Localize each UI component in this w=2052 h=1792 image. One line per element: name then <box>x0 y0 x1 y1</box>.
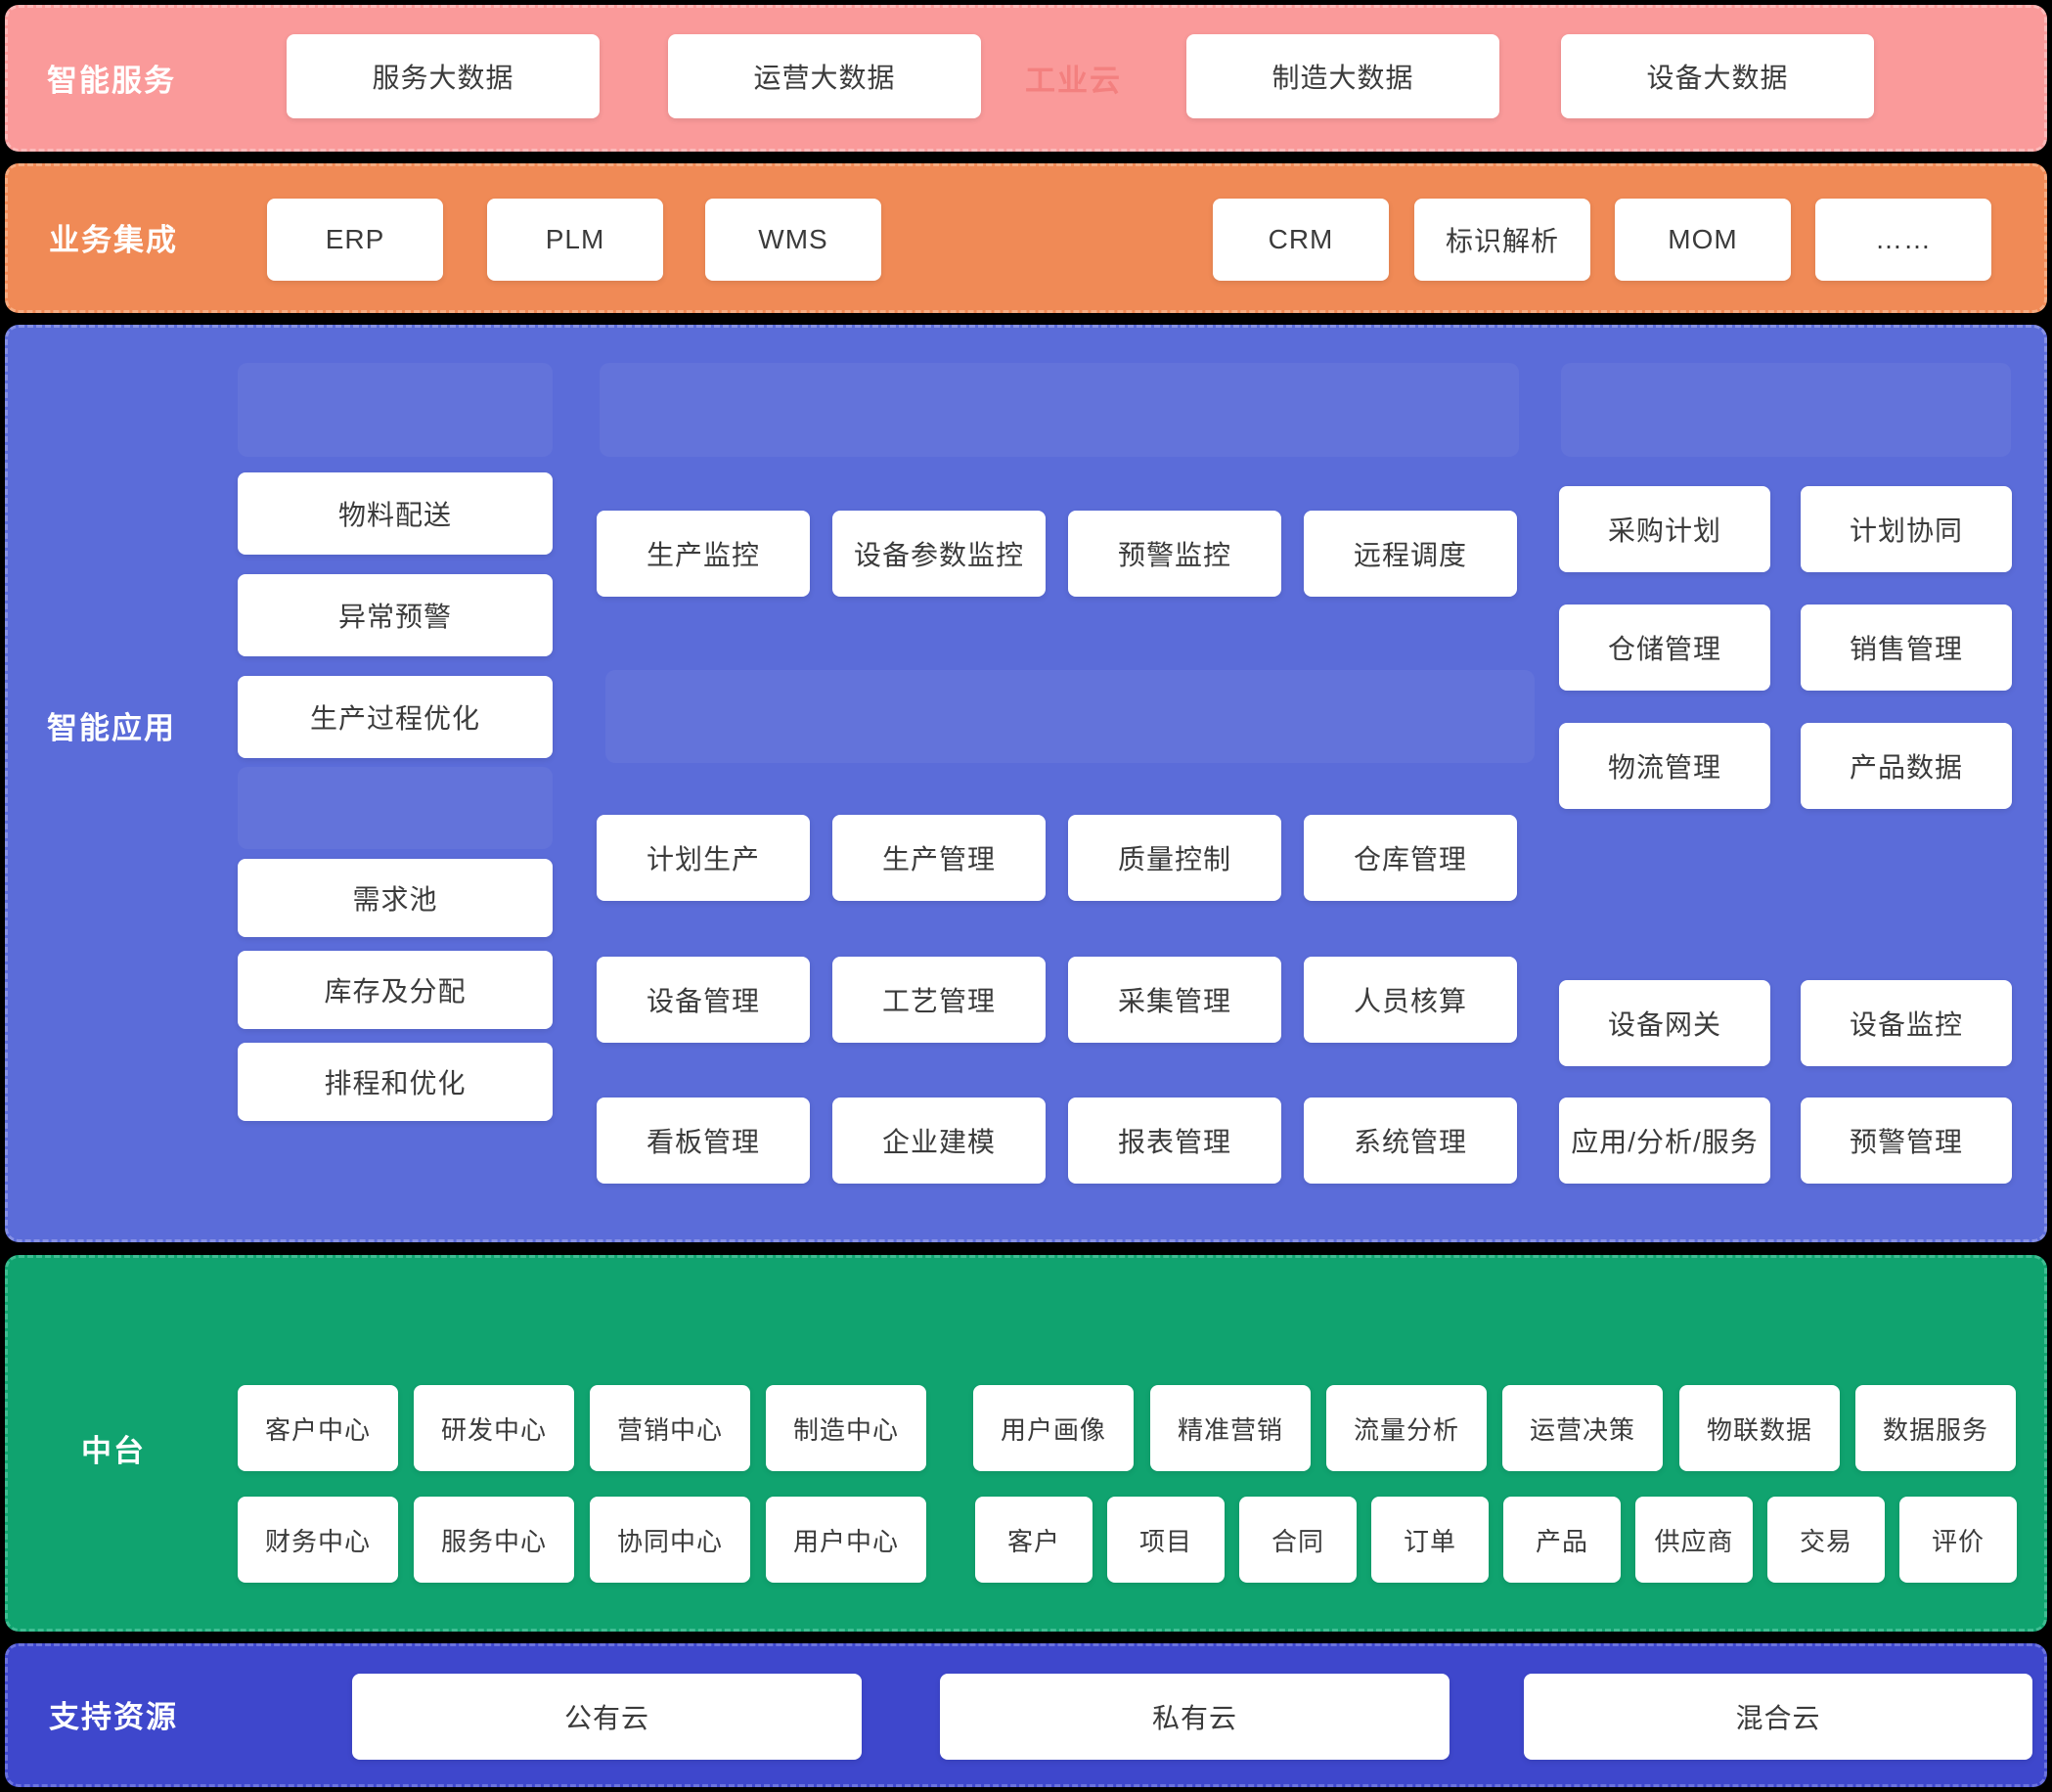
platform-center-box: 财务中心 <box>238 1497 398 1583</box>
app-right-box: 计划协同 <box>1801 486 2012 572</box>
app-grid-box: 企业建模 <box>832 1098 1046 1184</box>
platform-center-box: 客户中心 <box>238 1385 398 1471</box>
ghost-panel <box>605 670 1535 763</box>
app-grid-box: 设备参数监控 <box>832 511 1046 597</box>
ghost-panel <box>238 363 553 457</box>
services-box: 运营大数据 <box>668 34 981 118</box>
platform-data-box: 运营决策 <box>1502 1385 1663 1471</box>
band-integration: 业务集成 ERP PLM WMS CRM 标识解析 MOM …… <box>5 163 2047 313</box>
band-applications-label: 智能应用 <box>47 711 176 745</box>
platform-center-box: 用户中心 <box>766 1497 926 1583</box>
resource-box: 混合云 <box>1524 1674 2032 1760</box>
app-grid-box: 报表管理 <box>1068 1098 1281 1184</box>
app-grid-box: 人员核算 <box>1304 957 1517 1043</box>
platform-data-box: 产品 <box>1503 1497 1621 1583</box>
ghost-panel <box>238 767 553 849</box>
app-left-box: 需求池 <box>238 859 553 937</box>
integration-box: MOM <box>1615 199 1791 281</box>
app-right-box: 设备监控 <box>1801 980 2012 1066</box>
industrial-cloud-label: 工业云 <box>1025 64 1122 98</box>
app-left-box: 排程和优化 <box>238 1043 553 1121</box>
app-right-box: 仓储管理 <box>1559 605 1770 691</box>
app-right-box: 销售管理 <box>1801 605 2012 691</box>
integration-box: …… <box>1815 199 1991 281</box>
band-platform: 中台 客户中心 研发中心 营销中心 制造中心 用户画像 精准营销 流量分析 运营… <box>5 1255 2047 1632</box>
ghost-panel <box>1561 363 2011 457</box>
app-left-box: 物料配送 <box>238 472 553 555</box>
integration-box: PLM <box>487 199 663 281</box>
platform-data-box: 客户 <box>975 1497 1093 1583</box>
platform-center-box: 服务中心 <box>414 1497 574 1583</box>
platform-data-box: 合同 <box>1239 1497 1357 1583</box>
app-grid-box: 系统管理 <box>1304 1098 1517 1184</box>
app-right-box: 预警管理 <box>1801 1098 2012 1184</box>
resource-box: 公有云 <box>352 1674 862 1760</box>
app-grid-box: 采集管理 <box>1068 957 1281 1043</box>
services-box: 制造大数据 <box>1186 34 1499 118</box>
platform-data-box: 订单 <box>1371 1497 1489 1583</box>
platform-center-box: 协同中心 <box>590 1497 750 1583</box>
services-box: 服务大数据 <box>287 34 600 118</box>
band-applications: 智能应用 物料配送 异常预警 生产过程优化 需求池 库存及分配 排程和优化 生产… <box>5 325 2047 1242</box>
platform-data-box: 数据服务 <box>1855 1385 2016 1471</box>
app-right-box: 产品数据 <box>1801 723 2012 809</box>
platform-data-box: 流量分析 <box>1326 1385 1487 1471</box>
app-grid-box: 生产管理 <box>832 815 1046 901</box>
platform-data-box: 供应商 <box>1635 1497 1753 1583</box>
integration-box: 标识解析 <box>1414 199 1590 281</box>
band-services-label: 智能服务 <box>47 64 176 98</box>
platform-center-box: 营销中心 <box>590 1385 750 1471</box>
platform-data-box: 物联数据 <box>1679 1385 1840 1471</box>
services-box: 设备大数据 <box>1561 34 1874 118</box>
platform-center-box: 制造中心 <box>766 1385 926 1471</box>
app-grid-box: 看板管理 <box>597 1098 810 1184</box>
platform-center-box: 研发中心 <box>414 1385 574 1471</box>
band-resources: 支持资源 公有云 私有云 混合云 <box>5 1643 2047 1787</box>
integration-box: CRM <box>1213 199 1389 281</box>
ghost-panel <box>600 363 1519 457</box>
band-integration-label: 业务集成 <box>49 223 178 257</box>
app-right-box: 物流管理 <box>1559 723 1770 809</box>
platform-data-box: 用户画像 <box>973 1385 1134 1471</box>
app-right-box: 设备网关 <box>1559 980 1770 1066</box>
app-grid-box: 预警监控 <box>1068 511 1281 597</box>
app-right-box: 应用/分析/服务 <box>1559 1098 1770 1184</box>
platform-data-box: 精准营销 <box>1150 1385 1311 1471</box>
app-grid-box: 仓库管理 <box>1304 815 1517 901</box>
app-grid-box: 质量控制 <box>1068 815 1281 901</box>
app-left-box: 异常预警 <box>238 574 553 656</box>
app-grid-box: 计划生产 <box>597 815 810 901</box>
platform-data-box: 评价 <box>1899 1497 2017 1583</box>
app-grid-box: 设备管理 <box>597 957 810 1043</box>
app-grid-box: 远程调度 <box>1304 511 1517 597</box>
app-grid-box: 生产监控 <box>597 511 810 597</box>
band-platform-label: 中台 <box>81 1434 146 1468</box>
app-grid-box: 工艺管理 <box>832 957 1046 1043</box>
resource-box: 私有云 <box>940 1674 1450 1760</box>
band-services: 智能服务 服务大数据 运营大数据 工业云 制造大数据 设备大数据 <box>5 5 2047 152</box>
app-left-box: 生产过程优化 <box>238 676 553 758</box>
band-resources-label: 支持资源 <box>49 1700 178 1734</box>
app-left-box: 库存及分配 <box>238 951 553 1029</box>
platform-data-box: 项目 <box>1107 1497 1225 1583</box>
app-right-box: 采购计划 <box>1559 486 1770 572</box>
integration-box: WMS <box>705 199 881 281</box>
integration-box: ERP <box>267 199 443 281</box>
platform-data-box: 交易 <box>1767 1497 1885 1583</box>
